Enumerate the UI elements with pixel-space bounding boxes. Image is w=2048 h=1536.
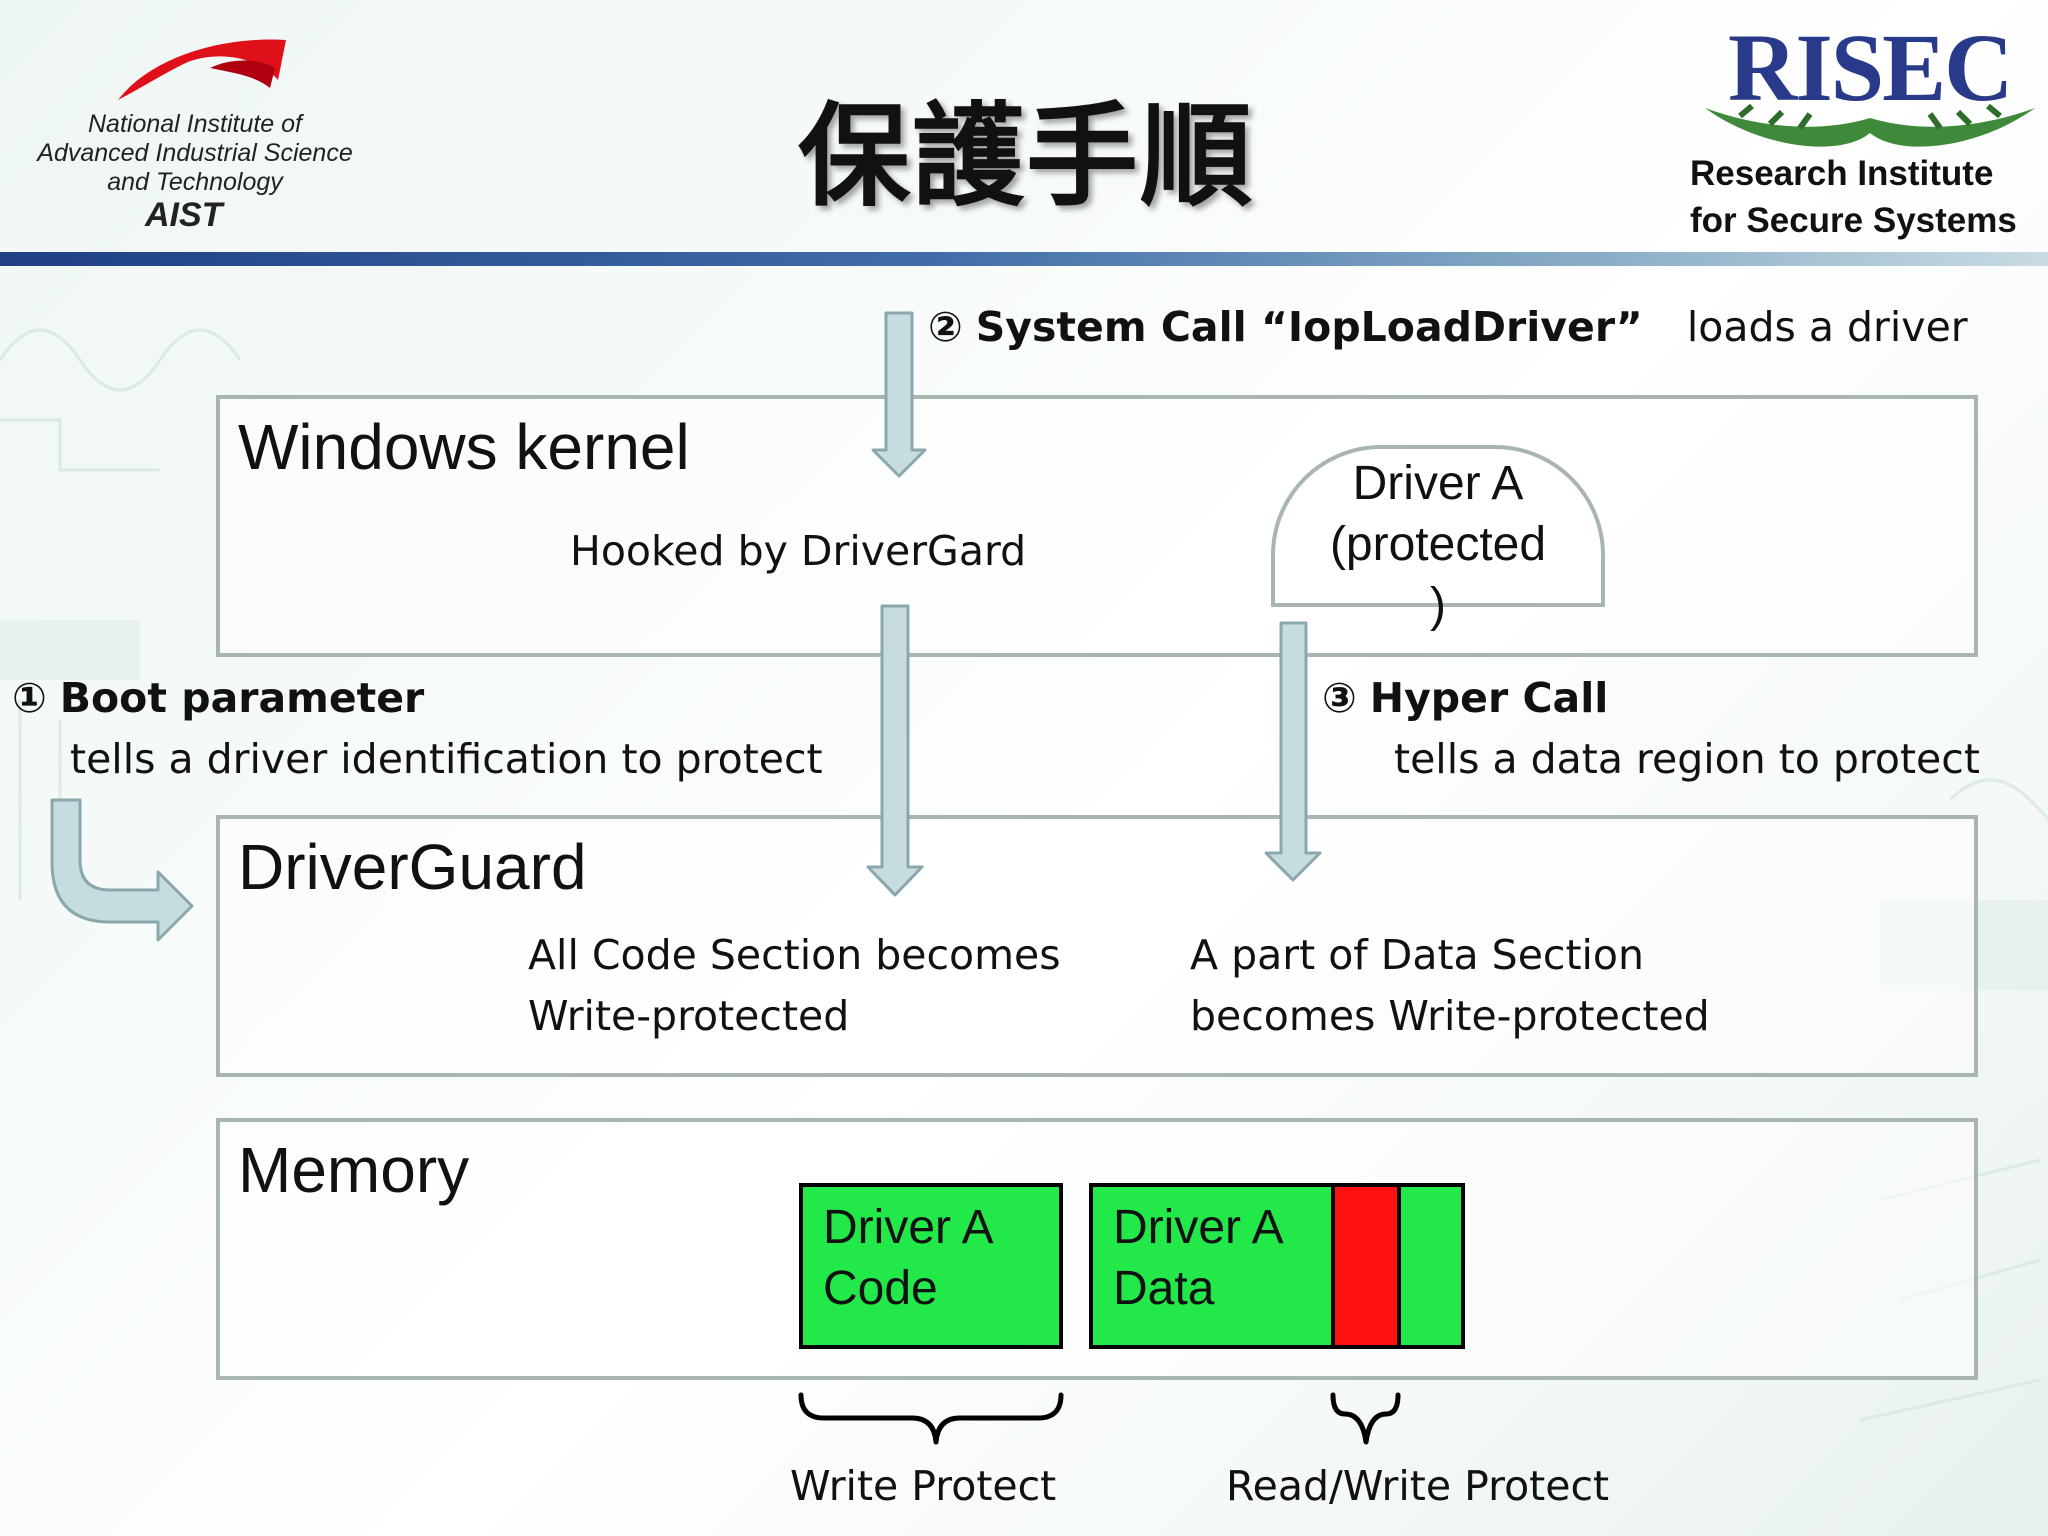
data-block-line: Data: [1113, 1262, 1215, 1315]
data-section-line: A part of Data Section: [1190, 931, 1645, 979]
step1-label: ① Boot parameter: [12, 668, 424, 729]
data-section-text: A part of Data Section becomes Write-pro…: [1190, 925, 1710, 1047]
driver-a-line: Driver A: [1352, 457, 1524, 510]
risec-subtitle: Research Institute for Secure Systems: [1690, 150, 2017, 244]
data-section-line: becomes Write-protected: [1190, 992, 1710, 1040]
step2-desc: loads a driver: [1686, 303, 1968, 351]
step1-number: ①: [12, 674, 47, 722]
step3-number: ③: [1322, 674, 1357, 722]
aist-acronym: AIST: [145, 196, 223, 234]
write-protect-brace: [798, 1392, 1064, 1445]
code-block-line: Driver A: [823, 1201, 994, 1254]
code-section-text: All Code Section becomes Write-protected: [528, 925, 1061, 1047]
down-arrow-icon: [1264, 621, 1322, 882]
risec-line: Research Institute: [1690, 154, 1994, 193]
step2-number: ②: [928, 303, 963, 351]
windows-kernel-box: [216, 395, 1978, 657]
driver-a-data-block: Driver A Data: [1089, 1183, 1465, 1349]
step3-title: Hyper Call: [1369, 674, 1609, 722]
driver-a-code-block: Driver A Code: [799, 1183, 1063, 1349]
down-arrow-icon: [871, 311, 927, 478]
driver-a-protected-shape: Driver A (protected ): [1271, 445, 1605, 632]
step1-title: Boot parameter: [59, 674, 425, 722]
step1-desc: tells a driver identification to protect: [70, 735, 823, 783]
windows-kernel-title: Windows kernel: [238, 411, 690, 483]
step3-label: ③ Hyper Call: [1322, 668, 1608, 729]
driver-a-line: ): [1430, 579, 1446, 632]
code-block-line: Code: [823, 1262, 938, 1315]
data-block-line: Driver A: [1113, 1201, 1284, 1254]
driver-a-line: (protected: [1329, 518, 1547, 571]
protected-data-region: [1331, 1183, 1401, 1349]
page-title: 保護手順: [798, 92, 1254, 222]
code-section-line: Write-protected: [528, 992, 850, 1040]
header-divider-bar: [0, 252, 2048, 266]
step3-desc: tells a data region to protect: [1394, 735, 1980, 783]
down-arrow-icon: [866, 604, 924, 897]
step2-label: ② System Call “IopLoadDriver” loads a dr…: [928, 297, 1968, 358]
write-protect-label: Write Protect: [790, 1462, 1057, 1510]
aist-swoosh-logo: [118, 39, 286, 100]
step2-title: System Call “IopLoadDriver”: [975, 303, 1643, 351]
driverguard-title: DriverGuard: [238, 831, 587, 903]
read-write-brace: [1330, 1392, 1401, 1445]
driverguard-box: [216, 815, 1978, 1077]
aist-line: and Technology: [107, 168, 283, 196]
read-write-protect-label: Read/Write Protect: [1226, 1462, 1610, 1510]
aist-institute-name: National Institute of Advanced Industria…: [20, 110, 370, 197]
risec-line: for Secure Systems: [1690, 201, 2017, 240]
code-section-line: All Code Section becomes: [528, 931, 1061, 979]
curved-arrow-icon: [50, 798, 194, 942]
aist-line: National Institute of: [87, 110, 302, 138]
risec-laurel-icon: [1705, 103, 2035, 147]
memory-title: Memory: [238, 1134, 470, 1206]
hooked-text: Hooked by DriverGard: [570, 527, 1027, 575]
aist-line: Advanced Industrial Science: [37, 139, 353, 167]
risec-logo-text: RISEC: [1728, 14, 2013, 121]
